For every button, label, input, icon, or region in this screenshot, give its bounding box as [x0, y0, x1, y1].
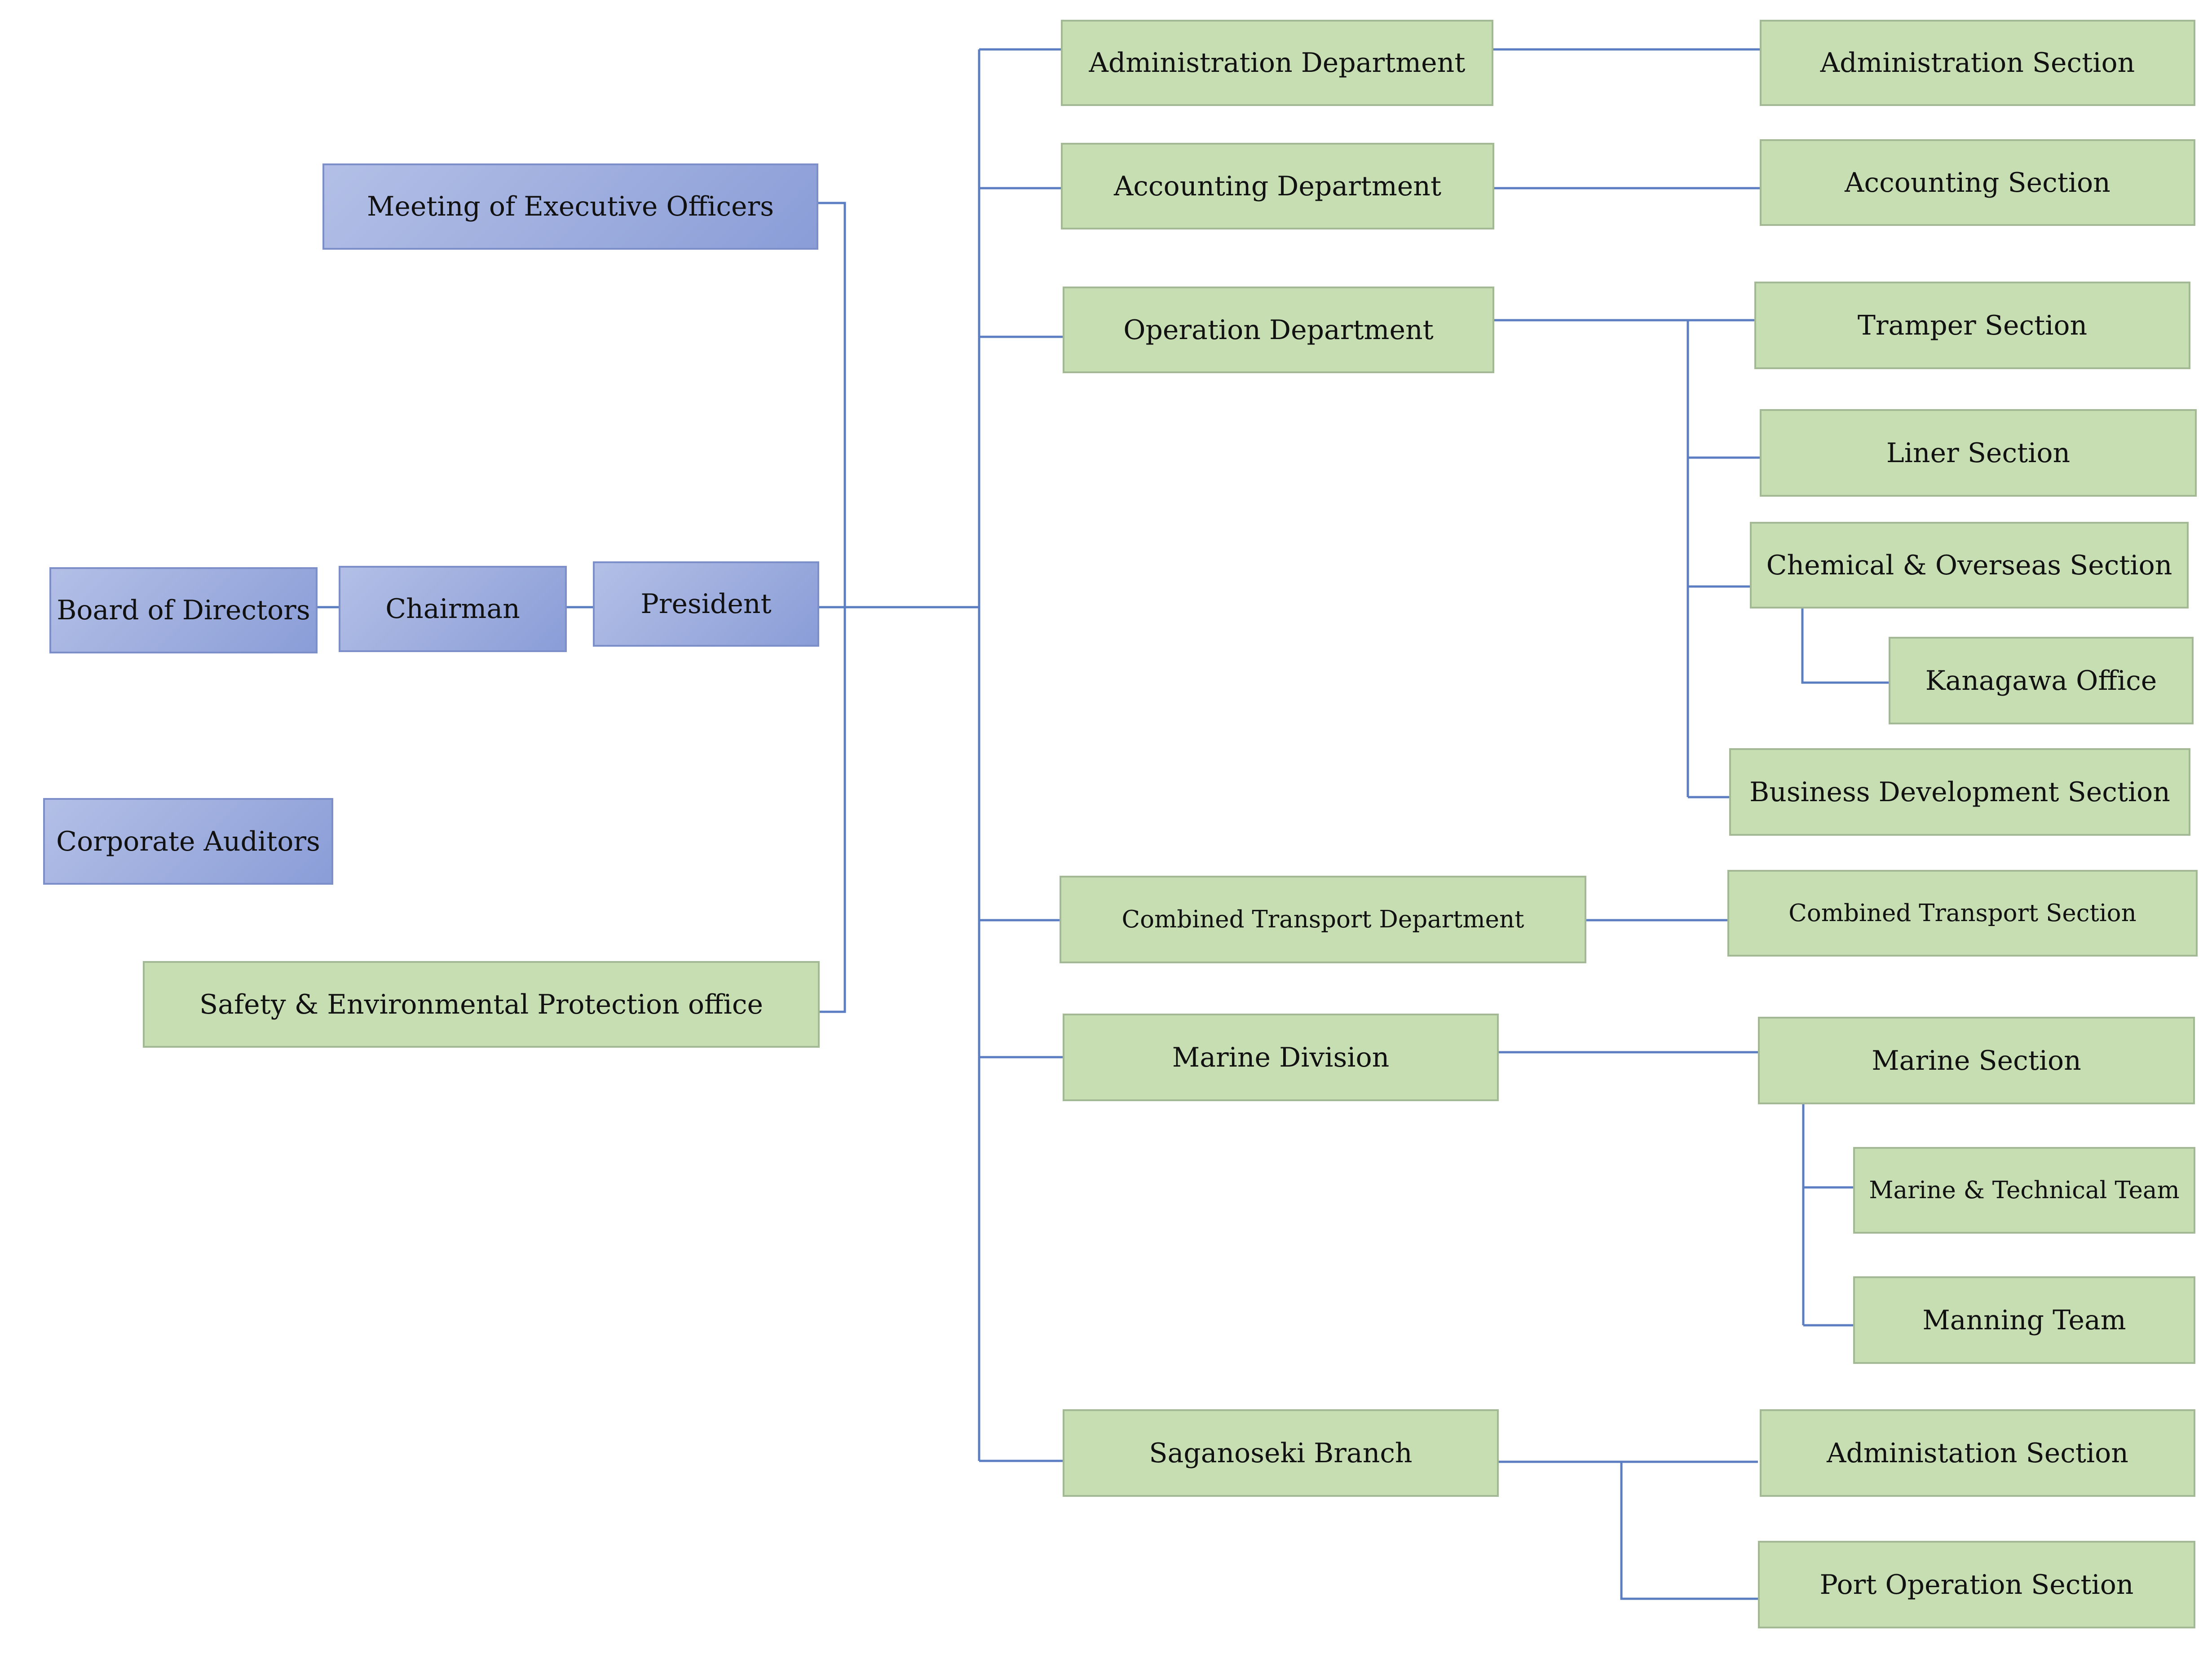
administration-section-label: Administration Section: [1820, 47, 2135, 79]
board-of-directors-label: Board of Directors: [57, 595, 310, 626]
marine-technical-team-label: Marine & Technical Team: [1869, 1177, 2180, 1204]
saganoseki-branch-label: Saganoseki Branch: [1149, 1437, 1413, 1469]
president-label: President: [640, 588, 772, 620]
board-of-directors-box: Board of Directors: [49, 567, 318, 653]
combined-transport-department-label: Combined Transport Department: [1121, 906, 1524, 933]
manning-team-box: Manning Team: [1853, 1276, 2195, 1364]
combined-transport-section-label: Combined Transport Section: [1788, 900, 2137, 927]
port-operation-section-label: Port Operation Section: [1819, 1569, 2134, 1601]
operation-department-label: Operation Department: [1123, 314, 1434, 346]
marine-technical-team-box: Marine & Technical Team: [1853, 1147, 2195, 1234]
corporate-auditors-box: Corporate Auditors: [43, 798, 333, 885]
liner-section-label: Liner Section: [1886, 437, 2071, 469]
administation-section-box: Administation Section: [1760, 1409, 2195, 1497]
tramper-section-label: Tramper Section: [1857, 309, 2088, 341]
president-box: President: [593, 561, 819, 647]
accounting-section-label: Accounting Section: [1845, 167, 2110, 198]
marine-section-box: Marine Section: [1758, 1017, 2195, 1104]
chemical-overseas-section-label: Chemical & Overseas Section: [1766, 549, 2172, 581]
marine-division-box: Marine Division: [1063, 1014, 1499, 1101]
business-development-section-label: Business Development Section: [1749, 776, 2170, 808]
chairman-box: Chairman: [339, 566, 567, 652]
business-development-section-box: Business Development Section: [1729, 748, 2190, 836]
chairman-label: Chairman: [385, 593, 520, 625]
combined-transport-department-box: Combined Transport Department: [1060, 876, 1586, 963]
accounting-department-label: Accounting Department: [1113, 170, 1442, 202]
tramper-section-box: Tramper Section: [1754, 282, 2190, 369]
marine-section-label: Marine Section: [1872, 1045, 2081, 1076]
meeting-of-executive-officers-label: Meeting of Executive Officers: [366, 191, 774, 222]
combined-transport-section-box: Combined Transport Section: [1727, 870, 2198, 957]
corporate-auditors-label: Corporate Auditors: [56, 825, 320, 857]
accounting-department-box: Accounting Department: [1061, 143, 1494, 229]
port-operation-section-box: Port Operation Section: [1758, 1541, 2195, 1628]
chemical-overseas-section-box: Chemical & Overseas Section: [1750, 522, 2189, 609]
meeting-of-executive-officers-box: Meeting of Executive Officers: [322, 163, 818, 250]
administation-section-label: Administation Section: [1827, 1437, 2128, 1469]
kanagawa-office-box: Kanagawa Office: [1889, 637, 2194, 724]
administration-department-box: Administration Department: [1061, 20, 1493, 106]
accounting-section-box: Accounting Section: [1760, 139, 2195, 226]
operation-department-box: Operation Department: [1063, 287, 1494, 373]
safety-environmental-protection-office-box: Safety & Environmental Protection office: [143, 961, 820, 1048]
kanagawa-office-label: Kanagawa Office: [1925, 665, 2157, 697]
liner-section-box: Liner Section: [1760, 409, 2197, 497]
marine-division-label: Marine Division: [1172, 1041, 1390, 1073]
administration-department-label: Administration Department: [1089, 47, 1466, 79]
manning-team-label: Manning Team: [1922, 1304, 2126, 1336]
administration-section-box: Administration Section: [1760, 20, 2195, 106]
saganoseki-branch-box: Saganoseki Branch: [1063, 1409, 1499, 1497]
safety-environmental-protection-office-label: Safety & Environmental Protection office: [199, 988, 763, 1020]
